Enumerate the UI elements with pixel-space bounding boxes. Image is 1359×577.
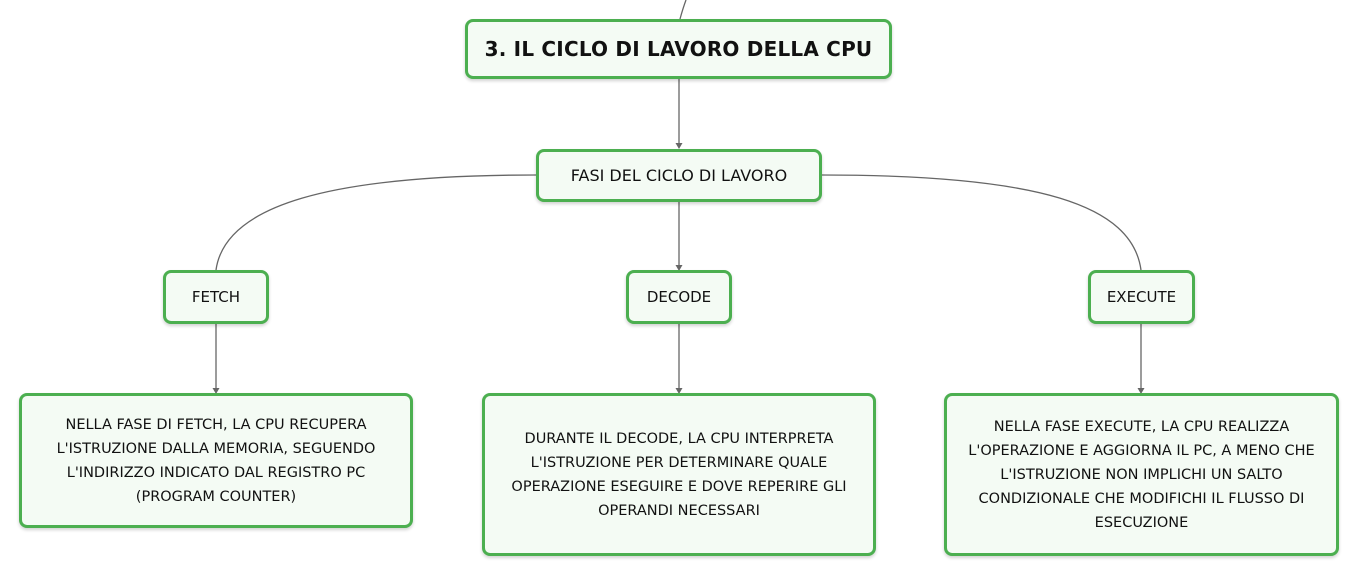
decode-label: DECODE xyxy=(646,288,712,306)
execute-label: EXECUTE xyxy=(1106,288,1177,306)
execute-description-text: NELLA FASE EXECUTE, LA CPU REALIZZA L'OP… xyxy=(968,418,1315,531)
central-topic-node[interactable]: 3. IL CICLO DI LAVORO DELLA CPU xyxy=(465,19,892,79)
arrowhead-phases xyxy=(675,143,683,149)
fetch-description-text: NELLA FASE DI FETCH, LA CPU RECUPERA L'I… xyxy=(56,416,376,505)
fetch-node[interactable]: FETCH xyxy=(163,270,269,324)
decode-node[interactable]: DECODE xyxy=(626,270,732,324)
arrowhead-decode xyxy=(675,265,683,271)
connector-parent-to-title xyxy=(679,0,687,20)
phases-node[interactable]: FASI DEL CICLO DI LAVORO xyxy=(536,149,822,202)
arrowhead-fetch-desc xyxy=(212,388,220,394)
decode-description-node[interactable]: DURANTE IL DECODE, LA CPU INTERPRETA L'I… xyxy=(482,393,876,556)
fetch-description-node[interactable]: NELLA FASE DI FETCH, LA CPU RECUPERA L'I… xyxy=(19,393,413,528)
execute-node[interactable]: EXECUTE xyxy=(1088,270,1195,324)
fetch-label: FETCH xyxy=(191,288,241,306)
phases-label: FASI DEL CICLO DI LAVORO xyxy=(570,166,788,185)
arrowhead-execute-desc xyxy=(1137,388,1145,394)
connector-phases-to-execute xyxy=(821,174,1142,271)
connector-phases-to-fetch xyxy=(215,174,537,271)
arrowhead-decode-desc xyxy=(675,388,683,394)
decode-description-text: DURANTE IL DECODE, LA CPU INTERPRETA L'I… xyxy=(511,430,847,519)
execute-description-node[interactable]: NELLA FASE EXECUTE, LA CPU REALIZZA L'OP… xyxy=(944,393,1339,556)
central-topic-label: 3. IL CICLO DI LAVORO DELLA CPU xyxy=(484,37,873,61)
